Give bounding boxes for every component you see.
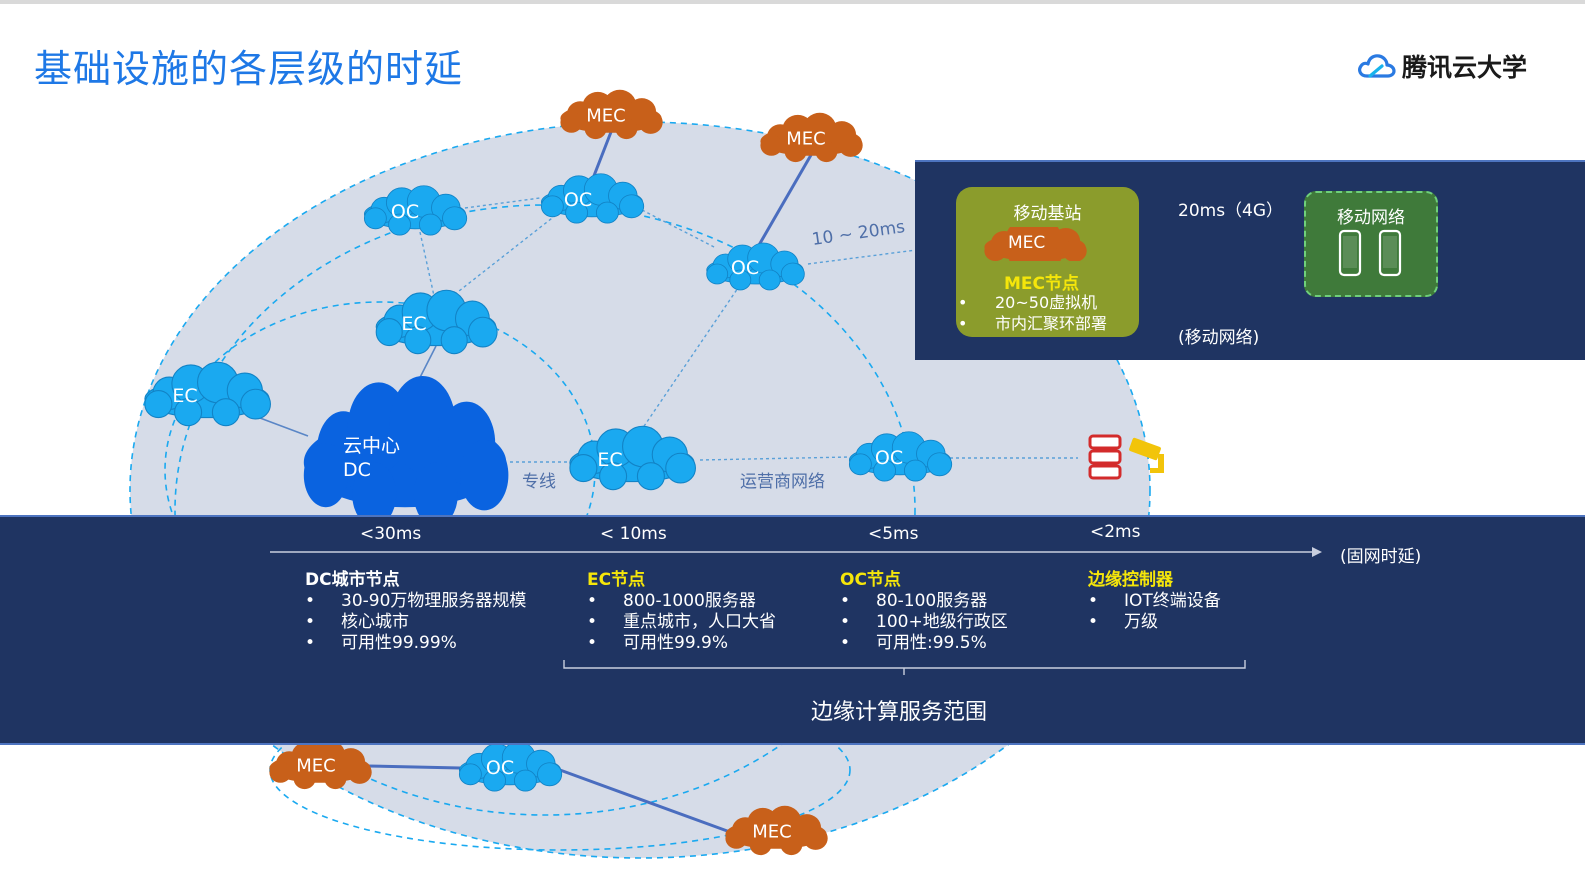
mobile-caption: (移动网络) [1178, 328, 1260, 348]
axis-label: (固网时延) [1340, 547, 1422, 567]
mec-bottom-right-label: MEC [752, 821, 792, 843]
bullet-glyph: • [587, 633, 598, 653]
oc-bottom-label: OC [485, 757, 515, 779]
dc-column-title: DC城市节点 [305, 570, 400, 590]
mec-node-title: MEC节点 [1004, 274, 1080, 294]
timeline-axis [270, 547, 1322, 675]
ec-bullet-1-text: 800-1000服务器 [623, 591, 756, 611]
mec-bullet-1: • 20~50虚拟机 [958, 289, 1097, 313]
oc-top-center-label: OC [563, 189, 593, 211]
ec-bullet-3-text: 可用性99.9% [623, 633, 729, 653]
ec-bullet-2-text: 重点城市，人口大省 [623, 612, 776, 632]
oc-bullet-2-text: 100+地级行政区 [876, 612, 1008, 632]
station-mec-label: MEC [1008, 233, 1046, 253]
mec-top-label: MEC [586, 105, 626, 127]
bullet-glyph: • [840, 633, 851, 653]
tencent-cloud-icon [1358, 54, 1396, 78]
mobile-network-box: 移动网络 [1304, 191, 1438, 297]
bullet-glyph: • [840, 612, 851, 632]
dashed-links [419, 197, 1078, 463]
edge-bullet-2: • 万级 [1088, 607, 1158, 632]
mec-bottom-left-label: MEC [296, 755, 336, 777]
phone-icons [1338, 229, 1402, 277]
dedicated-line-label: 专线 [522, 472, 556, 492]
bullet-glyph: • [305, 591, 316, 611]
top-border [0, 0, 1585, 4]
dc-bullet-3-text: 可用性99.99% [341, 633, 457, 653]
oc-bullet-3-text: 可用性:99.5% [876, 633, 987, 653]
mobile-network-title: 移动网络 [1337, 208, 1405, 228]
dc-label-line1: 云中心 [343, 435, 401, 457]
mec-bullet-2-text: 市内汇聚环部署 [995, 314, 1108, 333]
mobile-base-station: 移动基站 MEC MEC节点 • 20~50虚拟机 • 市内汇聚环部署 [956, 187, 1139, 337]
oc-right-label: OC [730, 257, 760, 279]
bullet-glyph: • [305, 612, 316, 632]
dc-label: 云中心 DC [343, 434, 400, 482]
edge-bullet-1-text: IOT终端设备 [1124, 591, 1221, 611]
middle-ring [174, 204, 916, 816]
ec-bullet-1: • 800-1000服务器 [587, 586, 756, 611]
camera-icon [1129, 437, 1164, 473]
latency-dc: <30ms [360, 524, 422, 544]
edge-column-title: 边缘控制器 [1088, 570, 1173, 590]
oc-column-title: OC节点 [840, 570, 901, 590]
oc-bullet-1-text: 80-100服务器 [876, 591, 988, 611]
dc-label-line2: DC [343, 459, 371, 481]
oc-bullet-1: • 80-100服务器 [840, 586, 987, 611]
phone-icon [1378, 229, 1402, 277]
station-title: 移动基站 [1013, 204, 1082, 224]
oc-bullet-3: • 可用性:99.5% [840, 628, 987, 653]
latency-oc: <5ms [868, 524, 919, 544]
edge-scope-label: 边缘计算服务范围 [811, 700, 988, 725]
latency-ec: < 10ms [600, 524, 667, 544]
oc-lower-right-label: OC [874, 447, 904, 469]
ec-column-title: EC节点 [587, 570, 646, 590]
operator-network-label: 运营商网络 [740, 472, 825, 492]
ec-upper-label: EC [401, 313, 427, 335]
mec-bullet-1-text: 20~50虚拟机 [995, 293, 1098, 312]
page-title: 基础设施的各层级的时延 [34, 47, 464, 91]
dc-bullet-1-text: 30-90万物理服务器规模 [341, 591, 527, 611]
edge-bullet-1: • IOT终端设备 [1088, 586, 1221, 611]
dc-bullet-3: • 可用性99.99% [305, 628, 457, 653]
ec-center-label: EC [597, 449, 623, 471]
bullet-glyph: • [840, 591, 851, 611]
bullet-glyph: • [1088, 591, 1099, 611]
oc-bullet-2: • 100+地级行政区 [840, 607, 1008, 632]
mec-bullet-2: • 市内汇聚环部署 [958, 310, 1107, 334]
latency-edge: <2ms [1090, 522, 1141, 542]
phone-icon [1338, 229, 1362, 277]
mec-right-top-label: MEC [786, 128, 826, 150]
bullet-glyph: • [587, 591, 598, 611]
dc-bullet-2: • 核心城市 [305, 607, 409, 632]
dc-bullet-2-text: 核心城市 [341, 612, 409, 632]
ec-left-label: EC [172, 385, 198, 407]
logo: 腾讯云大学 [1356, 46, 1527, 86]
dc-bullet-1: • 30-90万物理服务器规模 [305, 586, 526, 611]
oc-top-left-label: OC [390, 201, 420, 223]
bullet-glyph: • [958, 293, 968, 312]
latency-4g-label: 20ms（4G） [1178, 201, 1284, 221]
server-icon [1088, 434, 1122, 480]
logo-text: 腾讯云大学 [1402, 53, 1528, 82]
timeline-panel [0, 515, 1585, 745]
edge-bullet-2-text: 万级 [1124, 612, 1158, 632]
ec-bullet-3: • 可用性99.9% [587, 628, 728, 653]
bullet-glyph: • [305, 633, 316, 653]
bullet-glyph: • [958, 314, 968, 333]
ec-bullet-2: • 重点城市，人口大省 [587, 607, 776, 632]
bullet-glyph: • [1088, 612, 1099, 632]
bullet-glyph: • [587, 612, 598, 632]
